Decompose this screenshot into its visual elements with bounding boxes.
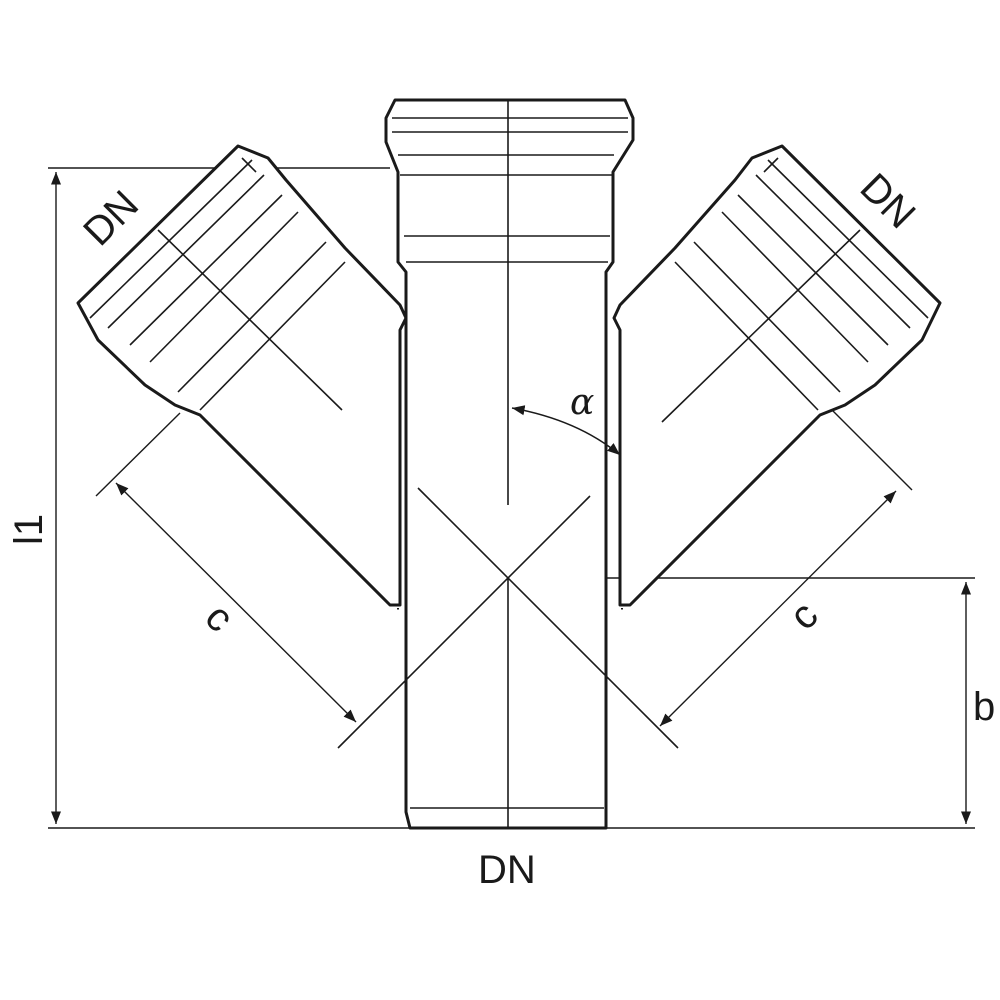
right-branch <box>612 144 942 607</box>
bottom-offset-label: b <box>973 685 995 729</box>
left-branch-length-label: c <box>197 595 242 640</box>
bottom-dn-label: DN <box>478 848 536 892</box>
angle-dimension: α <box>511 382 621 456</box>
total-length-label: l1 <box>7 514 51 545</box>
bottom-offset-dimension: b <box>960 582 995 824</box>
right-branch-length-label: c <box>781 593 826 638</box>
total-length-dimension: l1 <box>7 172 62 824</box>
main-pipe <box>384 98 635 830</box>
center-lines <box>337 100 679 828</box>
angle-label: α <box>570 382 594 423</box>
